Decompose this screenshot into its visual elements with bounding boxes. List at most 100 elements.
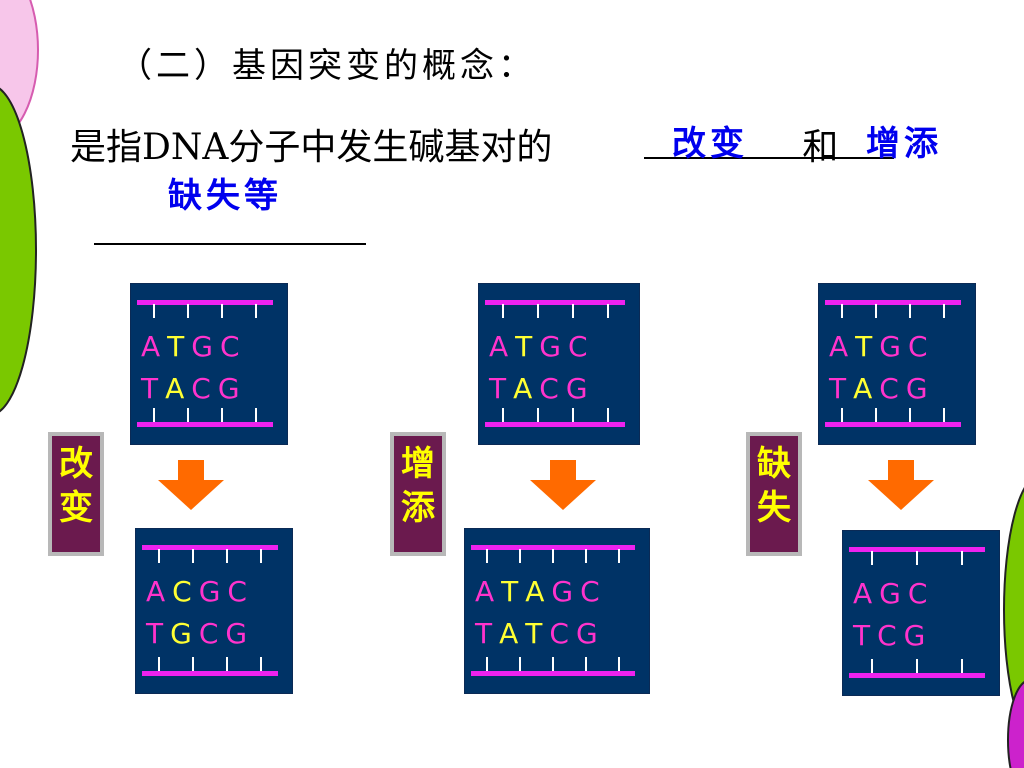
strand-tick — [153, 408, 155, 422]
strand-tick — [192, 549, 194, 563]
base-letter: C — [227, 575, 247, 608]
base-letter: A — [165, 372, 185, 405]
base-letter: T — [475, 617, 493, 650]
strand-tick — [870, 659, 873, 673]
strand-tick — [192, 657, 194, 671]
strand-tick — [584, 549, 587, 563]
strand-tick — [486, 549, 489, 563]
strand-tick — [909, 304, 911, 318]
base-letter: C — [539, 372, 559, 405]
strand-tick — [916, 551, 918, 565]
definition-tail: 和 — [802, 127, 839, 168]
strand-tick — [571, 408, 574, 422]
mutation-type-label: 缺失 — [746, 432, 802, 556]
strand-tick — [606, 408, 609, 422]
base-letter: G — [225, 617, 248, 650]
base-letter: T — [501, 575, 519, 608]
strand-tick — [519, 549, 522, 563]
strand-tick — [943, 304, 945, 318]
strand-tick — [617, 657, 620, 671]
strand-tick — [552, 549, 554, 563]
strand-tick — [486, 657, 489, 671]
base-letter: C — [907, 577, 928, 610]
strand-tick — [158, 657, 160, 671]
down-arrow-icon — [530, 460, 596, 510]
base-letter: T — [141, 372, 159, 405]
label-char: 改 — [59, 444, 93, 484]
bottom-strand — [849, 673, 985, 678]
strand-tick — [221, 304, 223, 318]
base-letter: A — [513, 372, 533, 405]
top-strand — [849, 547, 985, 552]
base-letter: C — [877, 619, 897, 652]
strand-tick — [187, 304, 189, 318]
strand-tick — [158, 549, 160, 563]
base-letter: A — [525, 575, 545, 608]
base-letter: T — [489, 372, 507, 405]
label-char: 增 — [401, 444, 435, 484]
base-letter: C — [879, 372, 899, 405]
base-letter: T — [146, 617, 164, 650]
base-letter: G — [879, 330, 901, 363]
answer-add: 增添 — [866, 124, 942, 164]
strand-tick — [536, 304, 539, 318]
label-char: 失 — [757, 488, 791, 528]
strand-tick — [255, 304, 257, 318]
base-letter: A — [146, 575, 166, 608]
bottom-strand — [485, 422, 625, 427]
down-arrow-icon — [868, 460, 934, 510]
base-letter: C — [580, 575, 600, 608]
top-strand — [471, 545, 635, 550]
strand-tick — [875, 408, 877, 422]
base-letter: T — [853, 619, 871, 652]
strand-tick — [841, 304, 843, 318]
base-letter: C — [219, 330, 240, 363]
base-letter: A — [489, 330, 509, 363]
down-arrow-icon — [158, 460, 224, 510]
strand-tick — [501, 304, 504, 318]
base-letter: C — [567, 330, 588, 363]
strand-tick — [870, 551, 873, 565]
answer-blank-2 — [94, 243, 366, 245]
strand-tick — [875, 304, 877, 318]
base-letter: G — [903, 619, 926, 652]
bottom-strand — [825, 422, 961, 427]
strand-tick — [226, 549, 228, 563]
answer-delete: 缺失等 — [168, 176, 282, 216]
base-letter: C — [172, 575, 192, 608]
strand-tick — [255, 408, 257, 422]
base-letter: T — [525, 617, 543, 650]
base-letter: G — [217, 372, 240, 405]
base-letter: T — [515, 330, 533, 363]
base-letter: A — [853, 372, 873, 405]
base-letter: A — [829, 330, 849, 363]
base-letter: C — [191, 372, 211, 405]
base-letter: G — [905, 372, 928, 405]
top-strand — [137, 300, 273, 305]
strand-tick — [943, 408, 945, 422]
answer-blank-1 — [644, 157, 894, 159]
strand-tick — [221, 408, 223, 422]
base-letter: A — [141, 330, 161, 363]
label-char: 缺 — [757, 444, 791, 484]
base-letter: A — [499, 617, 519, 650]
base-letter: A — [853, 577, 873, 610]
base-letter: T — [855, 330, 873, 363]
bottom-strand — [137, 422, 273, 427]
base-letter: G — [198, 575, 221, 608]
strand-tick — [909, 408, 911, 422]
strand-tick — [916, 659, 918, 673]
